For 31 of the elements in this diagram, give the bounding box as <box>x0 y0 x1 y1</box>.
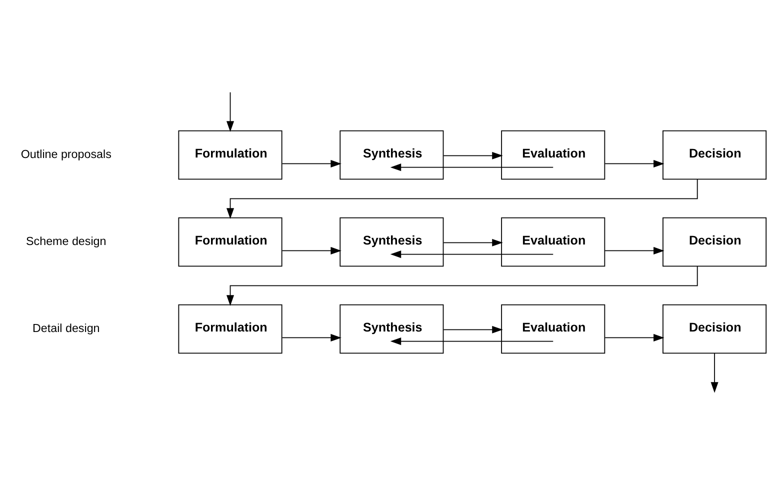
node-box: Formulation <box>178 130 282 180</box>
arrow <box>390 250 554 258</box>
node-box: Synthesis <box>340 304 444 354</box>
node-box: Synthesis <box>340 216 444 266</box>
label: Detail design <box>32 322 100 335</box>
arrow <box>390 337 554 345</box>
label: Outline proposals <box>20 148 112 161</box>
arrow <box>282 246 342 254</box>
arrow <box>443 151 503 159</box>
node-box: Evaluation <box>501 216 606 266</box>
node-box: Evaluation <box>501 130 606 180</box>
label: Scheme design <box>26 234 106 248</box>
arrow <box>282 333 342 341</box>
node-box: Decision <box>662 216 767 266</box>
arrow <box>443 325 503 333</box>
arrow <box>390 163 554 171</box>
node-box: Evaluation <box>501 304 606 354</box>
node-box: Decision <box>662 304 767 354</box>
arrow <box>226 91 234 132</box>
arrow <box>443 238 503 246</box>
arrow <box>226 178 698 218</box>
node-box: Decision <box>662 130 767 180</box>
arrow <box>710 352 718 392</box>
node-box: Formulation <box>178 304 282 354</box>
node-box: Synthesis <box>340 130 444 180</box>
arrow <box>604 159 664 167</box>
arrow <box>226 265 698 306</box>
arrow <box>604 246 664 254</box>
node-box: Formulation <box>178 216 282 266</box>
arrow <box>282 159 342 167</box>
arrow <box>604 333 664 341</box>
